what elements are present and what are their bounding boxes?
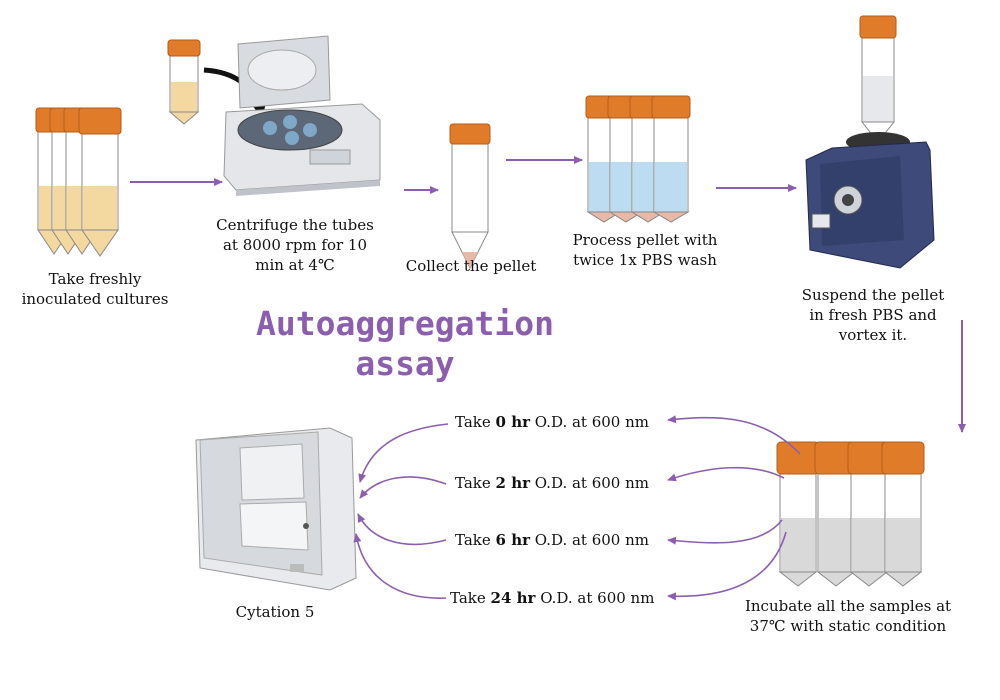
tube-icon	[881, 441, 925, 587]
od-reading-6hr: Take 6 hr O.D. at 600 nm	[455, 531, 650, 549]
tube-icon	[814, 441, 858, 587]
curve-arrow-6hr	[667, 519, 783, 545]
plate-reader-icon	[195, 427, 357, 591]
tube-icon	[776, 441, 820, 587]
curve-arrow-0hr	[667, 415, 801, 455]
curve-arrow-2hr	[667, 466, 785, 482]
step-label-pbs-wash: Process pellet with twice 1x PBS wash	[572, 231, 718, 269]
culture-tubes-icon	[35, 107, 122, 257]
od-reading-24hr: Take 24 hr O.D. at 600 nm	[450, 589, 655, 607]
tube-icon	[78, 107, 122, 257]
tube-icon	[449, 123, 491, 270]
step-label-incubate: Incubate all the samples at 37℃ with sta…	[744, 597, 952, 635]
step-label-cultures: Take freshly inoculated cultures	[21, 270, 169, 308]
tube-icon	[847, 441, 891, 587]
title-line-2: assay	[355, 344, 455, 383]
diagram-title: Autoaggregation assay	[205, 304, 605, 384]
curve-arrow-to-reader-0hr	[358, 423, 449, 483]
step-label-vortex: Suspend the pellet in fresh PBS and vort…	[801, 286, 945, 344]
pbs-tubes-icon	[585, 95, 691, 223]
od-reading-0hr: Take 0 hr O.D. at 600 nm	[455, 413, 650, 431]
curve-arrow-to-reader-2hr	[359, 476, 447, 499]
title-line-1: Autoaggregation	[255, 304, 554, 343]
tube-icon	[167, 39, 201, 125]
step-label-centrifuge: Centrifuge the tubes at 8000 rpm for 10 …	[216, 216, 374, 274]
curve-arrow-to-reader-24hr	[353, 533, 447, 599]
tube-icon	[651, 95, 691, 223]
tube-icon	[859, 15, 897, 143]
centrifuge-icon	[223, 35, 381, 196]
sample-tubes-icon	[776, 441, 925, 587]
vortex-icon	[805, 15, 935, 269]
curve-arrow-to-reader-6hr	[357, 513, 447, 546]
step-label-cytation: Cytation 5	[235, 603, 315, 621]
od-reading-2hr: Take 2 hr O.D. at 600 nm	[455, 474, 650, 492]
step-label-collect: Collect the pellet	[405, 257, 537, 275]
curve-arrow-24hr	[667, 531, 787, 601]
